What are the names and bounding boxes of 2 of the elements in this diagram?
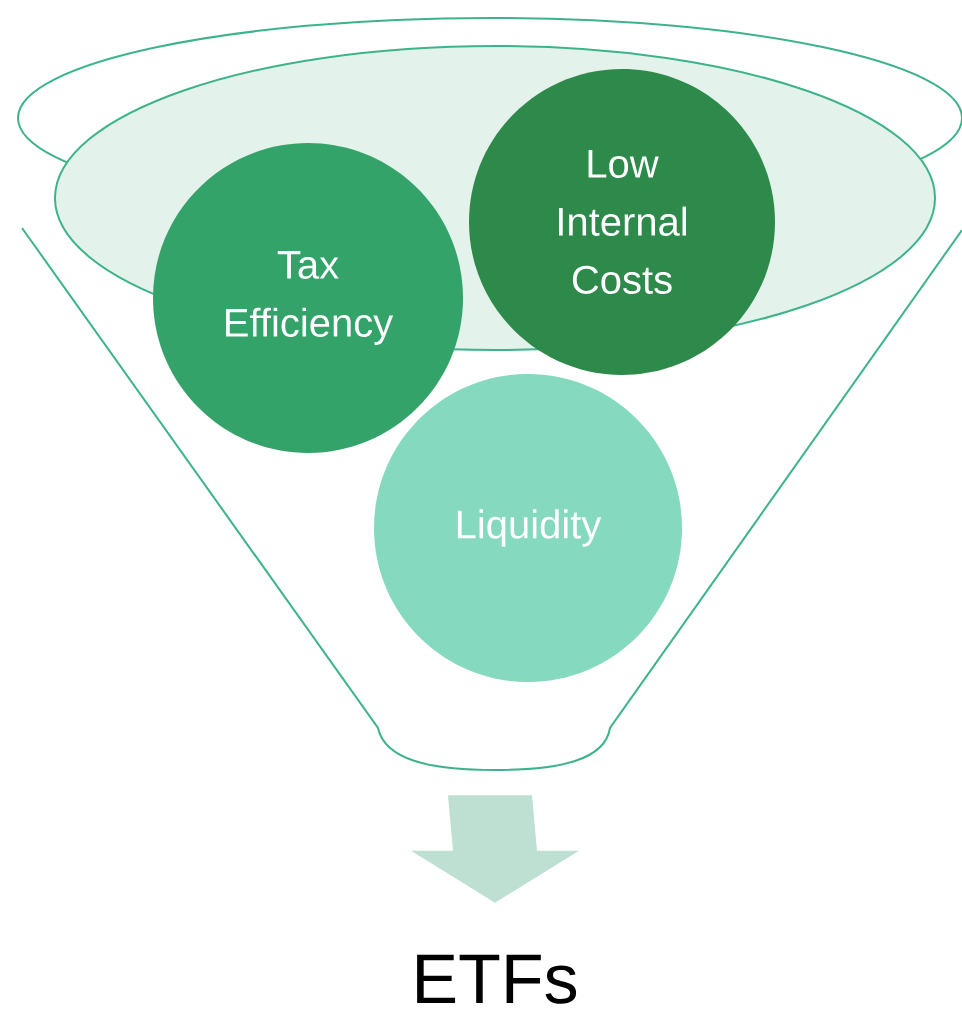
block-arrow: [411, 795, 579, 903]
result-label: ETFs: [417, 954, 577, 1004]
